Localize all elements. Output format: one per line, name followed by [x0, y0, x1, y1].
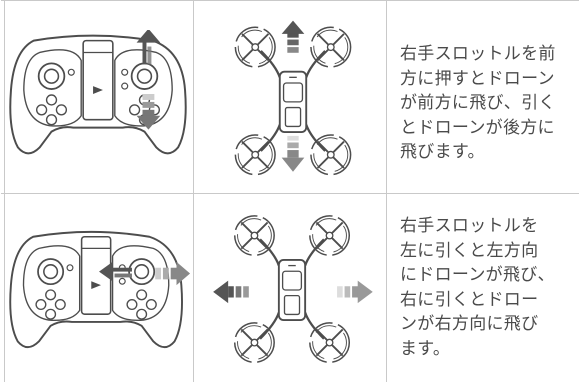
arrow-left-icon [99, 261, 132, 282]
table-column-divider-2 [386, 0, 387, 382]
text-line: 右に引くとドロー [400, 289, 539, 310]
drone-arrow-right-icon [337, 280, 373, 304]
text-line: が前方に飛び、引く [400, 93, 556, 113]
controller-illustration-forward-back [8, 30, 188, 160]
text-line: 飛びます。 [400, 142, 485, 162]
text-line: 右手スロットルを [400, 216, 539, 236]
instruction-text-forward-back: 右手スロットルを前 方に押すとドローン が前方に飛び、引く とドローンが後方に … [400, 42, 556, 165]
text-line: 方に押すとドローン [400, 68, 555, 89]
text-line: 左に引くと左方向 [400, 240, 539, 261]
table-column-divider-1 [193, 0, 194, 382]
instruction-text-left-right: 右手スロットルを 左に引くと左方向 にドローンが飛び、 右に引くとドロー ンが右… [400, 214, 555, 361]
table-row-divider [1, 193, 579, 194]
arrow-up-icon [136, 30, 161, 65]
text-line: ンが右方向に飛び [400, 314, 539, 334]
table-border-top [1, 0, 579, 1]
text-line: にドローンが飛び、 [400, 265, 555, 285]
arrow-right-icon [155, 261, 191, 286]
arrow-down-icon [136, 94, 161, 130]
text-line: ます。 [400, 338, 451, 359]
drone-illustration-forward-back [208, 18, 378, 182]
drone-arrow-left-icon [213, 280, 249, 304]
drone-illustration-left-right [200, 208, 384, 372]
drone-arrow-down-icon [281, 135, 305, 172]
text-line: とドローンが後方に [400, 117, 555, 138]
drone-arrow-up-icon [281, 20, 305, 53]
text-line: 右手スロットルを前 [400, 44, 556, 64]
controller-illustration-left-right [8, 225, 192, 355]
table-border-left [4, 0, 5, 382]
